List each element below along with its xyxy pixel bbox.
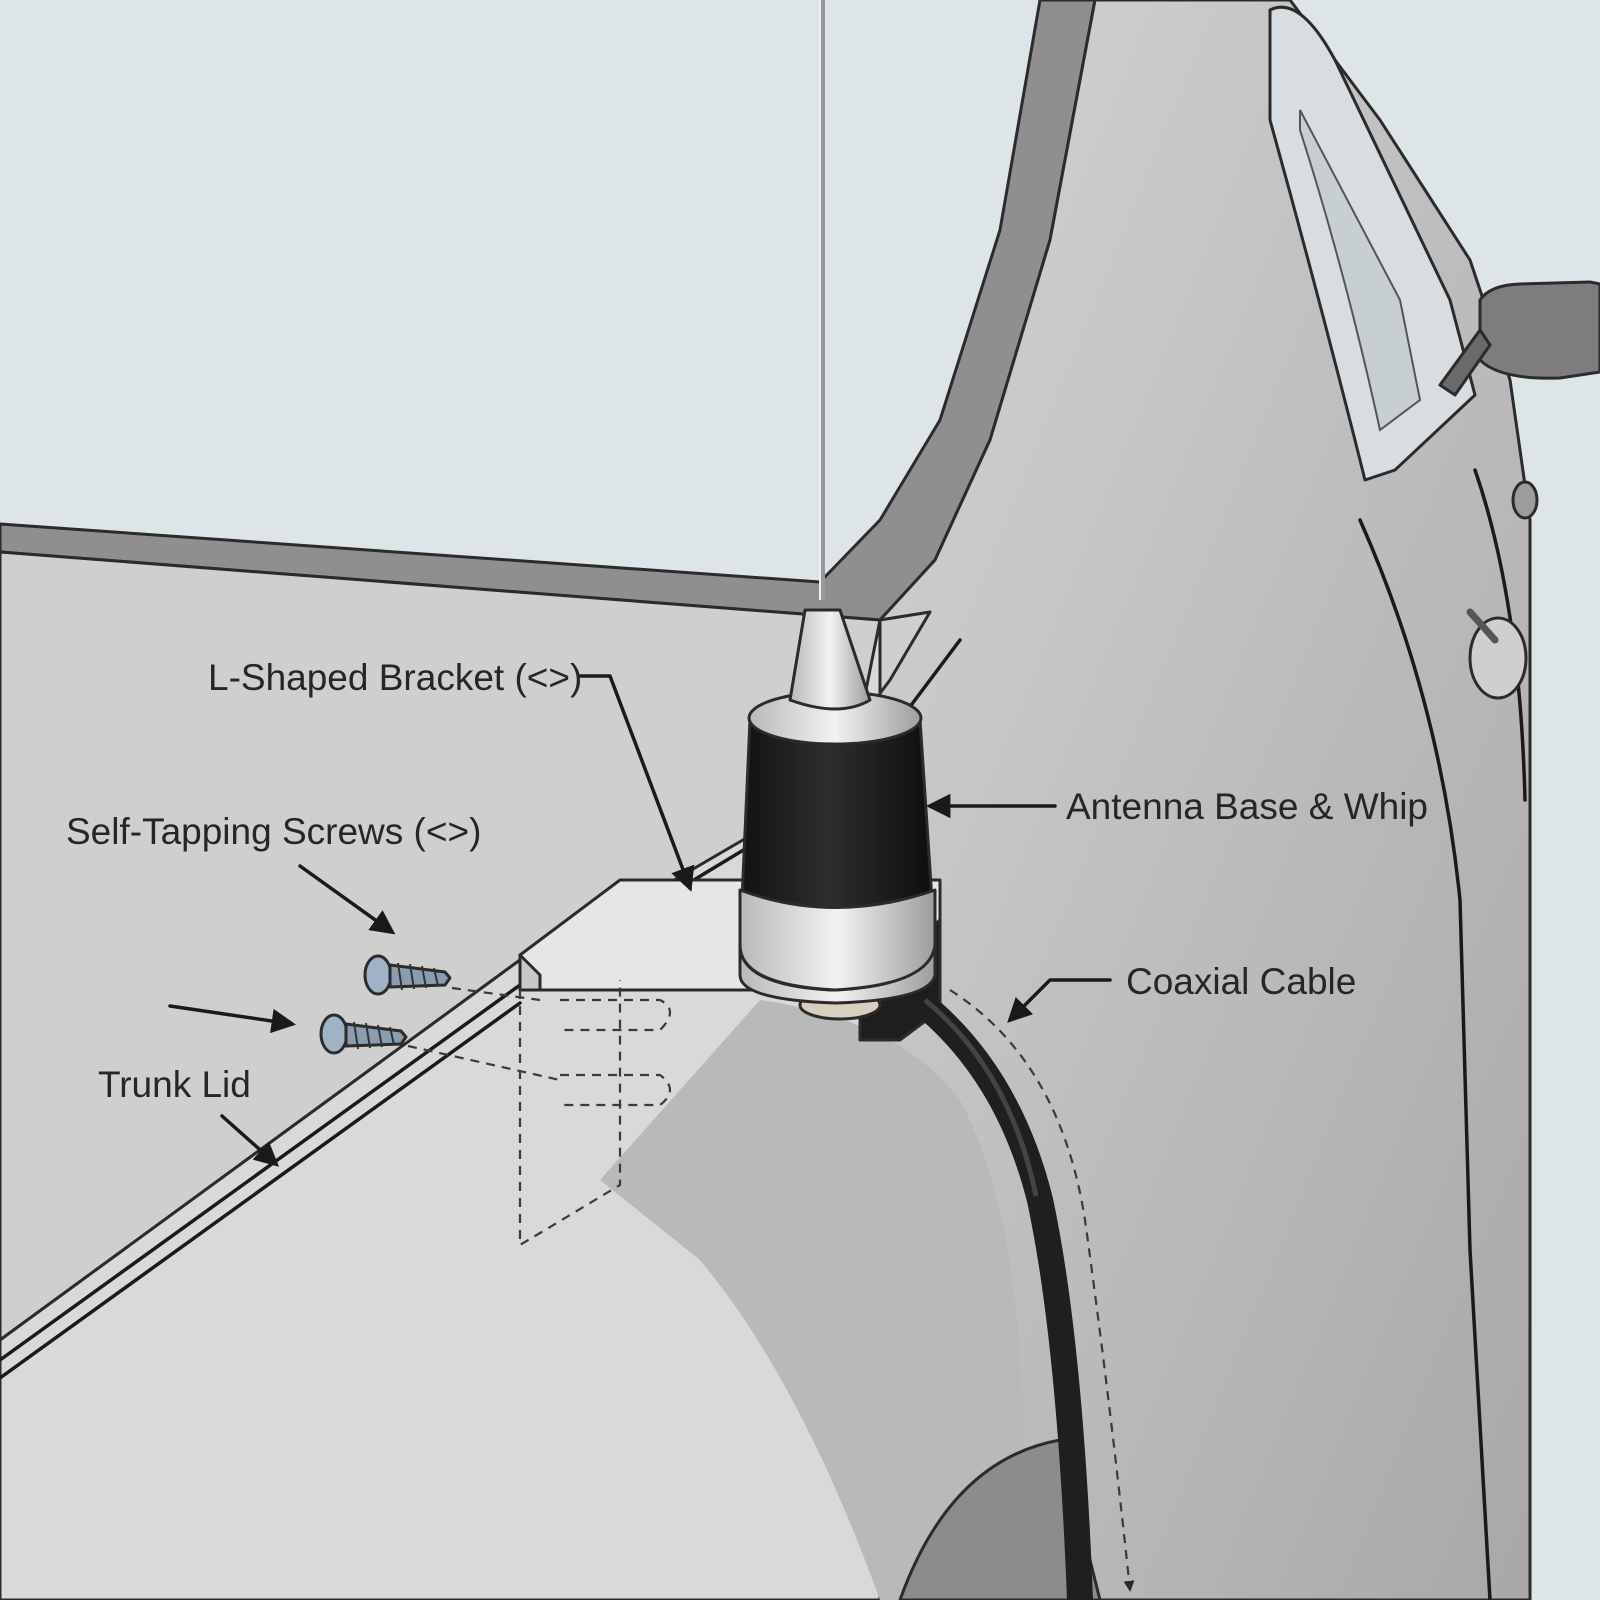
door-handle	[1466, 608, 1499, 644]
cable-route-arrow	[949, 989, 1135, 1592]
screw-path-2	[407, 1044, 561, 1082]
body-bump	[1511, 480, 1539, 520]
arrow-icon	[298, 864, 396, 935]
arrow-icon	[168, 1004, 297, 1034]
label-bracket: L-Shaped Bracket (<>)	[208, 657, 582, 698]
fuel-door	[1468, 616, 1528, 700]
side-mirror	[1478, 280, 1600, 380]
base-lower-collar	[738, 888, 937, 992]
cable-highlight	[923, 998, 1039, 1197]
wheel-arch	[898, 1438, 1102, 1600]
body-crease	[1473, 468, 1527, 802]
antenna-tip-cone	[788, 608, 872, 711]
arrow-icon	[578, 674, 695, 892]
screw-icon	[363, 954, 452, 996]
arrow-icon	[1007, 978, 1112, 1023]
arrow-icon	[220, 1114, 280, 1167]
trunk-gap-2	[0, 1001, 522, 1380]
label-trunk-lid: Trunk Lid	[98, 1064, 251, 1105]
coaxial-cable	[917, 997, 1093, 1600]
l-bracket-edge	[518, 953, 542, 992]
fender-shadow	[600, 1000, 1024, 1600]
label-antenna: Antenna Base & Whip	[1066, 786, 1428, 827]
door-seam	[1358, 518, 1492, 1600]
label-coax: Coaxial Cable	[1126, 961, 1356, 1002]
hidden-screw-hole-1	[560, 998, 672, 1032]
hidden-screw-hole-2	[560, 1073, 672, 1107]
mirror-arm	[1438, 328, 1492, 397]
label-screws: Self-Tapping Screws (<>)	[66, 811, 481, 852]
side-window-inner	[1299, 109, 1422, 432]
screw-icon	[319, 1013, 408, 1055]
side-window	[1268, 5, 1477, 482]
